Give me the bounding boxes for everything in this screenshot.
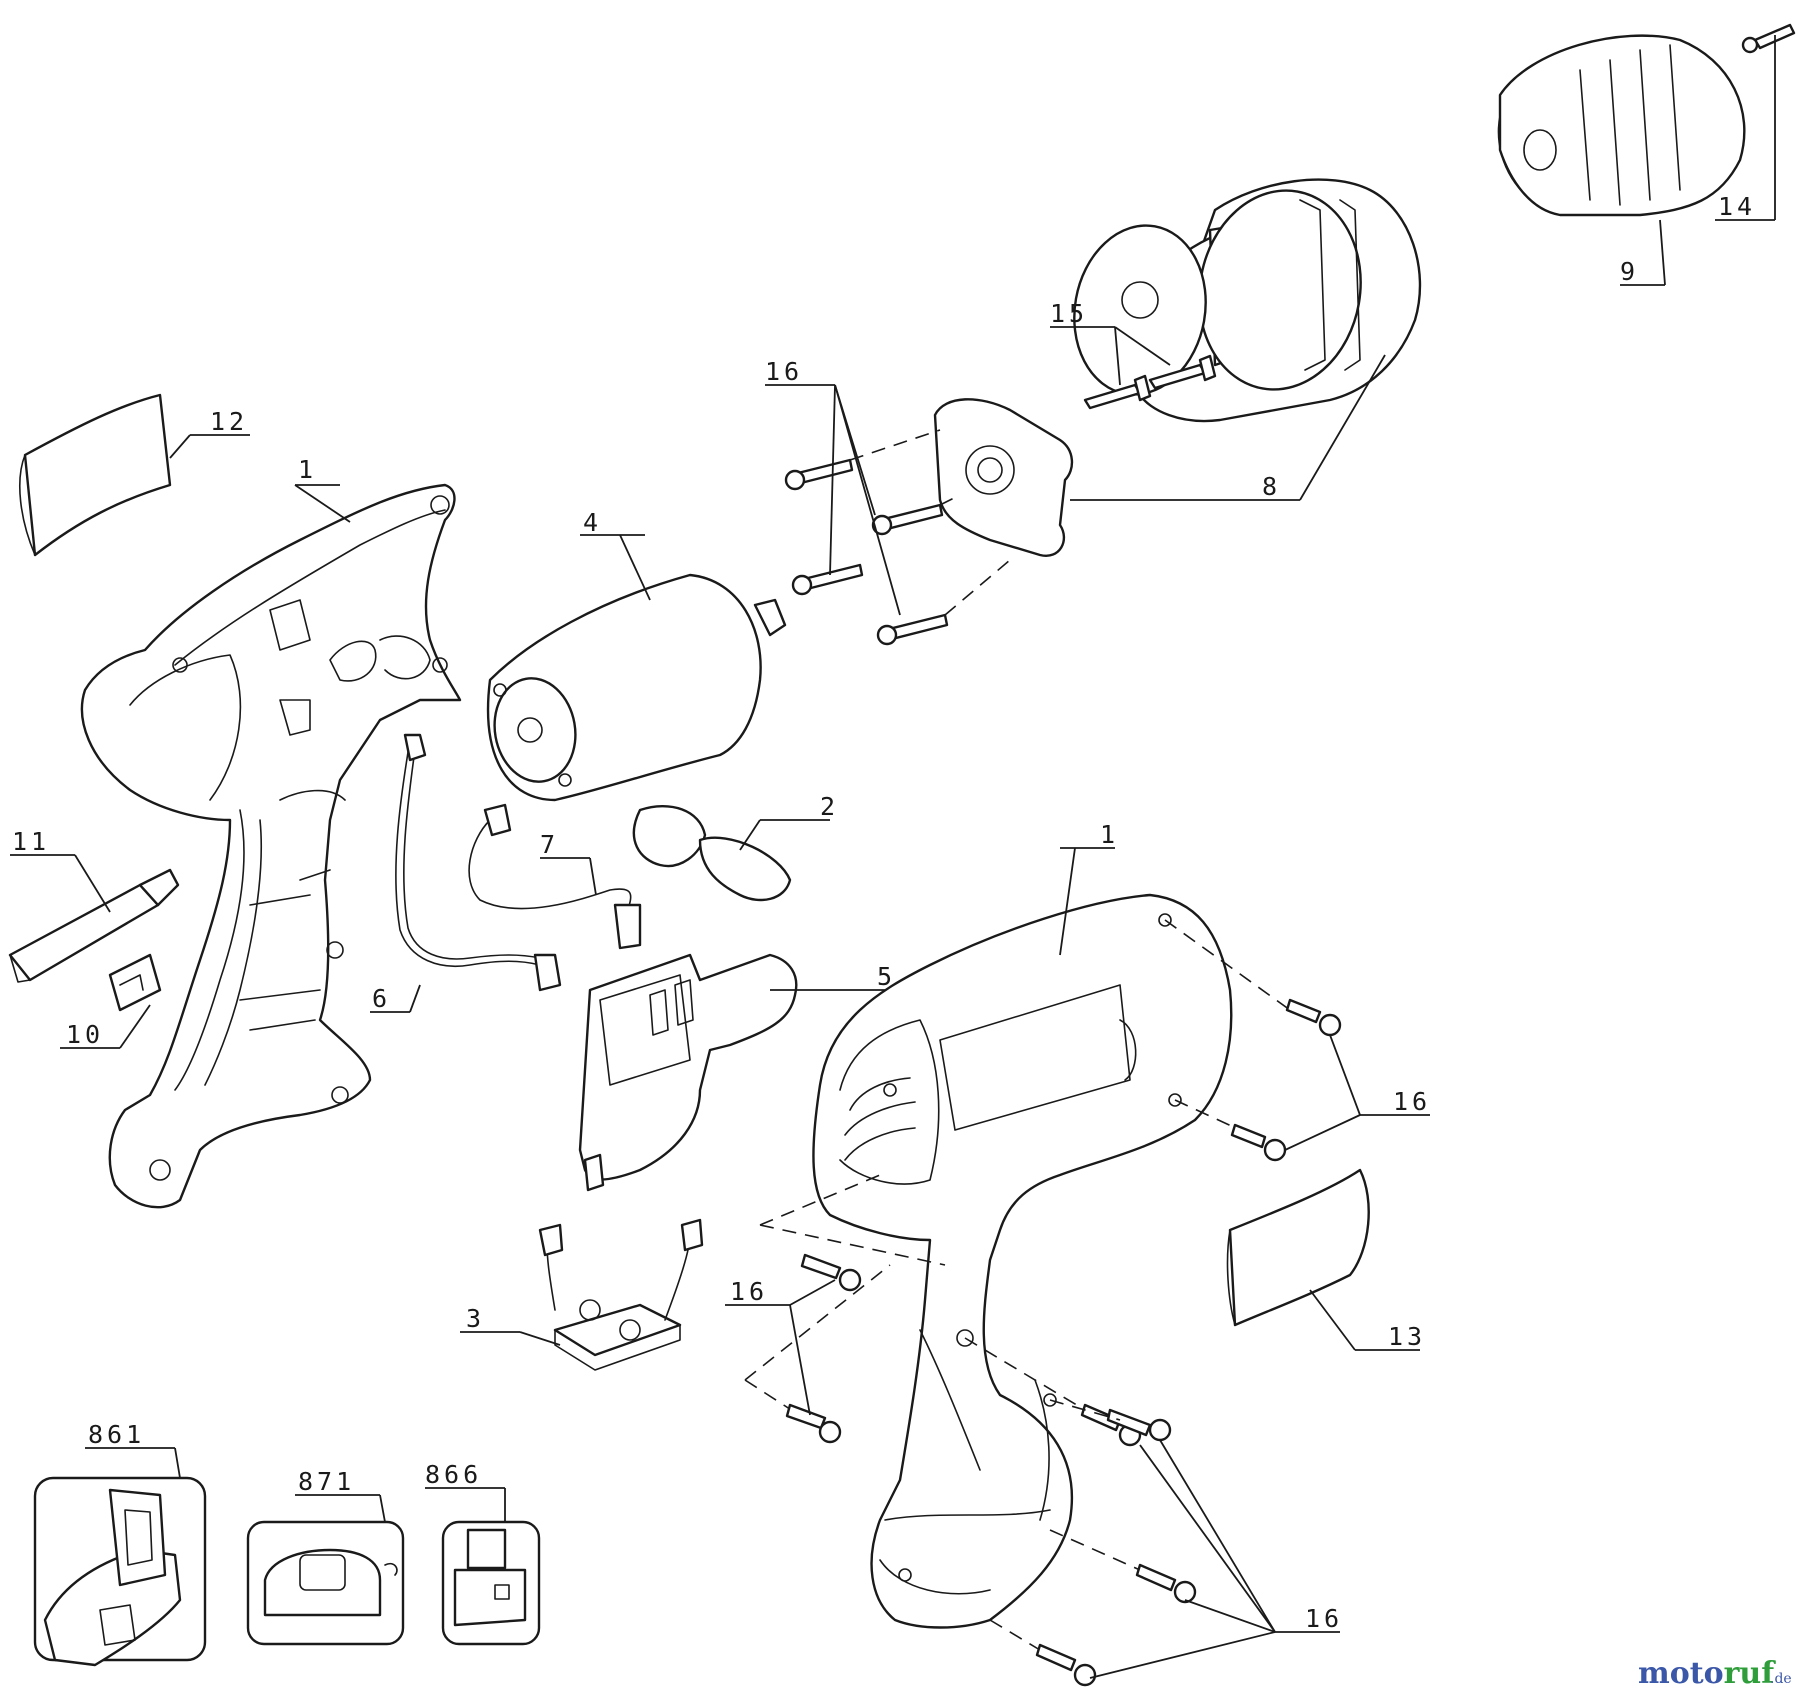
part-13-label <box>1226 1168 1420 1351</box>
part-11-bit <box>8 854 180 983</box>
callout-labels: 12 1 4 16 15 8 9 14 11 2 7 1 5 6 10 16 1… <box>12 192 1756 1633</box>
callout-861: 861 <box>88 1420 145 1449</box>
watermark-brand-1: moto <box>1638 1656 1724 1691</box>
callout-10: 10 <box>66 1020 104 1049</box>
part-5-switch <box>578 953 890 1192</box>
callout-866: 866 <box>425 1460 482 1489</box>
part-12-label <box>19 393 250 557</box>
callout-3: 3 <box>466 1304 485 1333</box>
callout-16-left: 16 <box>730 1277 768 1306</box>
part-16-side-screws <box>1164 919 1430 1162</box>
callout-16-right: 16 <box>1393 1087 1431 1116</box>
callout-1-left: 1 <box>298 455 317 484</box>
part-16-handle-screws <box>964 1337 1340 1687</box>
svg-text:motoruf: motoruf <box>1638 1656 1776 1691</box>
callout-12: 12 <box>210 407 248 436</box>
part-14-screw <box>1715 23 1796 221</box>
part-1-left-housing <box>80 483 462 1209</box>
callout-14: 14 <box>1718 192 1756 221</box>
callout-2: 2 <box>820 792 839 821</box>
part-1-right-housing <box>812 847 1233 1629</box>
part-7-wire <box>468 803 642 950</box>
watermark-brand-2: ruf <box>1724 1656 1777 1691</box>
callout-15: 15 <box>1050 299 1088 328</box>
callout-16-bottom: 16 <box>1305 1604 1343 1633</box>
callout-4: 4 <box>583 508 602 537</box>
part-6-cable <box>370 733 562 1013</box>
part-8-gearbox <box>933 178 1422 557</box>
part-3-terminal-block <box>460 1218 704 1371</box>
part-16-front-screws <box>725 1174 946 1444</box>
callout-5: 5 <box>877 962 896 991</box>
callout-1-right: 1 <box>1100 820 1119 849</box>
part-9-chuck <box>1497 34 1746 286</box>
watermark-logo: motoruf .de <box>1638 1656 1792 1691</box>
part-10-clip <box>60 953 162 1049</box>
callout-7: 7 <box>540 830 559 859</box>
part-866-battery <box>425 1487 541 1646</box>
part-861-case <box>33 1447 207 1667</box>
part-2-connector <box>632 805 830 902</box>
part-4-motor <box>486 534 787 802</box>
callout-11: 11 <box>12 827 50 856</box>
watermark-suffix: .de <box>1770 1671 1792 1687</box>
callout-16-top: 16 <box>765 357 803 386</box>
part-15-screws <box>1050 326 1217 410</box>
part-871-charger <box>246 1494 405 1646</box>
callout-13: 13 <box>1388 1322 1426 1351</box>
callout-9: 9 <box>1620 257 1639 286</box>
part-16-top-screws <box>765 384 1011 646</box>
callout-871: 871 <box>298 1467 355 1496</box>
callout-8: 8 <box>1262 472 1281 501</box>
callout-6: 6 <box>372 984 391 1013</box>
